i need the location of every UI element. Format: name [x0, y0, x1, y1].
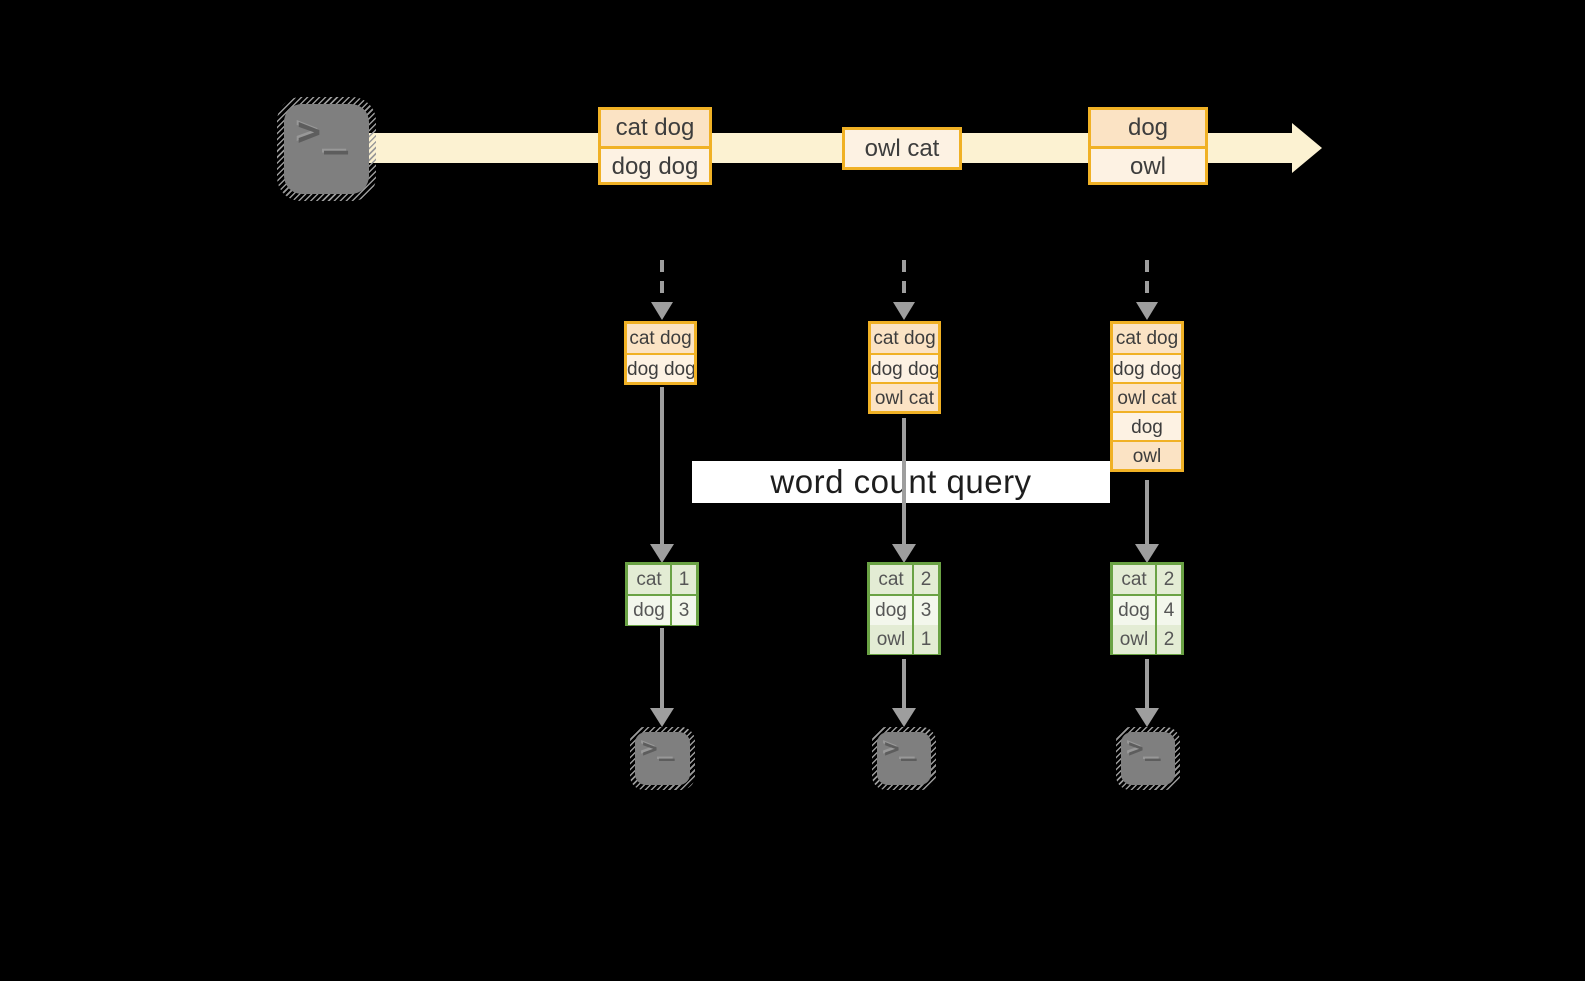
result-table-1: cat 1 dog 3 [625, 562, 699, 626]
result-count-cell: 1 [914, 625, 938, 654]
terminal-prompt-icon: > [1128, 734, 1144, 764]
result-to-sink-arrowhead-icon [892, 708, 916, 727]
stream-record: owl cat [845, 130, 959, 167]
result-row: cat 2 [1113, 565, 1181, 594]
terminal-prompt-icon: > [884, 734, 900, 764]
query-label: word count query [770, 463, 1032, 500]
input-table-3: cat dog dog dog owl cat dog owl [1110, 321, 1184, 472]
result-word-cell: dog [870, 596, 914, 625]
stream-record: cat dog [601, 110, 709, 146]
result-to-sink-arrowhead-icon [1135, 708, 1159, 727]
sink-terminal-icon-1: > _ [630, 727, 695, 790]
stream-record: dog [1091, 110, 1205, 146]
result-row: cat 1 [628, 565, 696, 594]
input-record: dog dog [1113, 353, 1181, 382]
batch-to-input-arrow [1145, 260, 1149, 302]
result-word-cell: owl [1113, 625, 1157, 654]
result-word-cell: cat [1113, 565, 1157, 594]
input-record: cat dog [871, 324, 938, 353]
result-row: dog 3 [870, 594, 938, 625]
result-table-2: cat 2 dog 3 owl 1 [867, 562, 941, 655]
batch-to-input-arrowhead-icon [1136, 302, 1158, 320]
result-count-cell: 2 [1157, 565, 1181, 594]
result-word-cell: dog [628, 596, 672, 625]
result-word-cell: owl [870, 625, 914, 654]
sink-terminal-icon-2: > _ [872, 727, 936, 790]
terminal-prompt-icon: > [642, 734, 658, 764]
input-record: dog dog [871, 353, 938, 382]
stream-batch-2: owl cat [842, 127, 962, 170]
input-record: dog [1113, 411, 1181, 440]
source-terminal-icon: > _ [277, 97, 376, 201]
result-to-sink-arrow [902, 659, 906, 708]
result-row: dog 4 [1113, 594, 1181, 625]
stream-batch-3: dog owl [1088, 107, 1208, 185]
result-count-cell: 4 [1157, 596, 1181, 625]
input-to-result-arrow [1145, 480, 1149, 544]
input-to-result-arrowhead-icon [1135, 544, 1159, 563]
input-to-result-arrowhead-icon [650, 544, 674, 563]
input-record: owl cat [871, 382, 938, 411]
terminal-body: > _ [284, 104, 369, 194]
stream-record: dog dog [601, 146, 709, 182]
result-count-cell: 2 [914, 565, 938, 594]
result-word-cell: cat [628, 565, 672, 594]
input-record: cat dog [1113, 324, 1181, 353]
batch-to-input-arrow [660, 260, 664, 302]
terminal-cursor-icon: _ [901, 732, 917, 762]
input-record: cat dog [627, 324, 694, 353]
stream-batch-1: cat dog dog dog [598, 107, 712, 185]
result-to-sink-arrow [1145, 659, 1149, 708]
terminal-body: > _ [1121, 732, 1175, 785]
result-to-sink-arrowhead-icon [650, 708, 674, 727]
stream-record: owl [1091, 146, 1205, 182]
input-table-1: cat dog dog dog [624, 321, 697, 385]
terminal-body: > _ [635, 732, 690, 785]
result-count-cell: 1 [672, 565, 696, 594]
sink-terminal-icon-3: > _ [1116, 727, 1180, 790]
result-table-3: cat 2 dog 4 owl 2 [1110, 562, 1184, 655]
result-row: cat 2 [870, 565, 938, 594]
result-row: owl 1 [870, 623, 938, 654]
result-to-sink-arrow [660, 628, 664, 708]
result-count-cell: 3 [914, 596, 938, 625]
batch-to-input-arrow [902, 260, 906, 302]
input-to-result-arrowhead-icon [892, 544, 916, 563]
batch-to-input-arrowhead-icon [651, 302, 673, 320]
terminal-cursor-icon: _ [1145, 732, 1161, 762]
input-record: owl [1113, 440, 1181, 469]
input-record: owl cat [1113, 382, 1181, 411]
input-to-result-arrow [660, 387, 664, 544]
stream-arrowhead-icon [1292, 123, 1322, 173]
terminal-cursor-icon: _ [324, 109, 349, 155]
terminal-cursor-icon: _ [659, 732, 675, 762]
terminal-prompt-icon: > [297, 109, 322, 155]
result-row: dog 3 [628, 594, 696, 625]
input-table-2: cat dog dog dog owl cat [868, 321, 941, 414]
batch-to-input-arrowhead-icon [893, 302, 915, 320]
result-word-cell: dog [1113, 596, 1157, 625]
result-count-cell: 3 [672, 596, 696, 625]
result-count-cell: 2 [1157, 625, 1181, 654]
result-word-cell: cat [870, 565, 914, 594]
query-label-box: word count query [692, 461, 1110, 503]
result-row: owl 2 [1113, 623, 1181, 654]
input-to-result-arrow [902, 418, 906, 544]
input-record: dog dog [627, 353, 694, 382]
terminal-body: > _ [877, 732, 931, 785]
